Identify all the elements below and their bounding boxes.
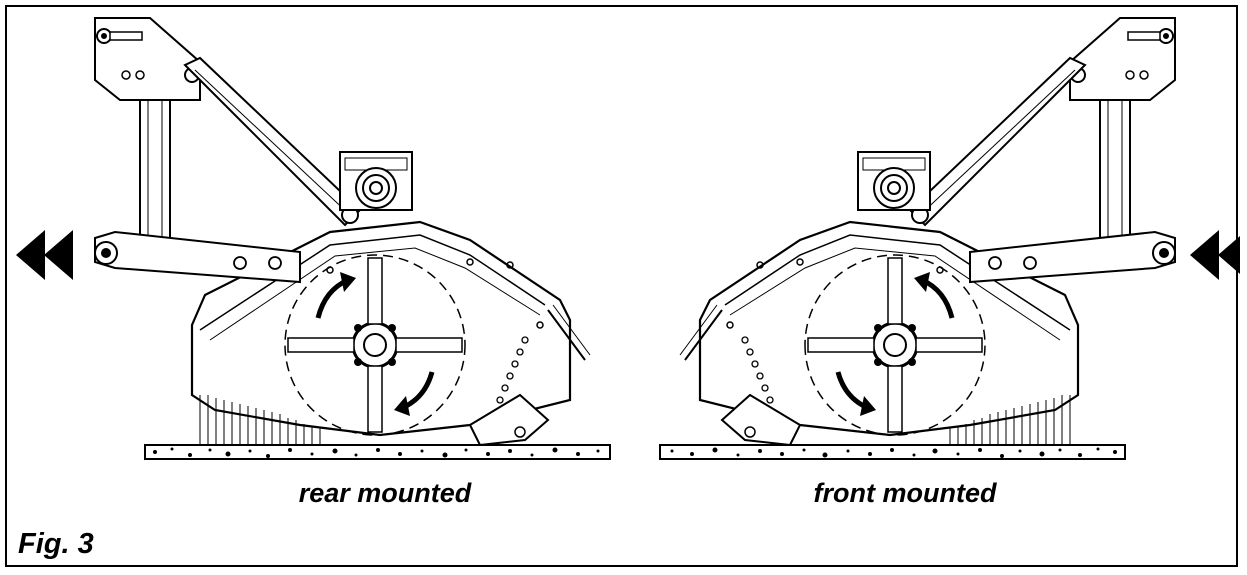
caption-front-mounted: front mounted: [813, 478, 997, 508]
double-chevron-left-icon: [1190, 230, 1240, 280]
figure-label: Fig. 3: [18, 528, 94, 560]
double-chevron-left-icon: [16, 230, 73, 280]
rear-mounted-machine: [95, 18, 610, 459]
caption-rear-mounted: rear mounted: [298, 478, 472, 508]
front-mounted-machine: [660, 18, 1175, 459]
